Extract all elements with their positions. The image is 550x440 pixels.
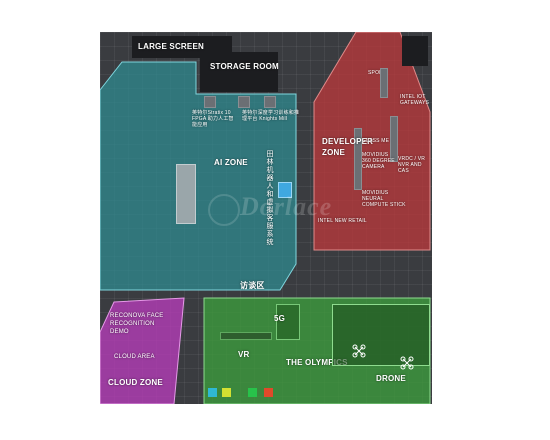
wall-segment	[402, 36, 428, 66]
vr-booth	[276, 304, 300, 340]
drone-cage	[332, 304, 430, 366]
movidius-stick-label: MOVIDIUS NEURAL COMPUTE STICK	[362, 190, 406, 208]
developer-zone-area	[313, 32, 431, 251]
cloud-zone-area	[100, 297, 185, 404]
ai-zone-label: AI ZONE	[214, 158, 248, 167]
drone-icon	[352, 344, 366, 358]
drone-label: DRONE	[376, 374, 406, 383]
color-swatch	[248, 388, 257, 397]
fpga-demo-label: 英特尔Stratix 10 FPGA 助力人工智能应用	[192, 110, 234, 128]
color-swatch	[208, 388, 217, 397]
glass-me-label: GLASS ME	[362, 138, 390, 144]
ai-vertical-label: 田林机器人和虚拟客服系统	[266, 150, 273, 246]
reconova-label: RECONOVA FACE RECOGNITION DEMO	[110, 313, 164, 335]
cloud-zone-label: CLOUD ZONE	[108, 378, 163, 387]
reception-label: 访谈区	[240, 281, 265, 290]
cloud-area-label: CLOUD AREA	[114, 354, 155, 360]
drone-icon	[400, 356, 414, 370]
sport-rack	[380, 68, 388, 98]
developer-rack	[354, 128, 362, 190]
fiveg-label: 5G	[274, 314, 286, 323]
color-swatch	[222, 388, 231, 397]
developer-rack	[390, 116, 398, 162]
sport-label: SPORT	[368, 70, 387, 76]
watermark-text: Dorlace	[240, 192, 333, 221]
vrdc-label: VRDC / VR NVR AND CAS	[398, 156, 426, 174]
floor-plan-map: LARGE SCREEN STORAGE ROOM 英特尔Stratix 10 …	[100, 32, 432, 404]
movidius-360-label: MOVIDIUS 360 DEGREE CAMERA	[362, 152, 395, 170]
blue-kiosk	[278, 182, 292, 198]
color-swatch	[264, 388, 273, 397]
storage-room-area	[200, 52, 278, 92]
ai-demo-table	[176, 164, 196, 224]
ai-zone-area	[100, 61, 297, 291]
display-rack	[264, 96, 276, 108]
display-rack	[238, 96, 250, 108]
display-rack	[204, 96, 216, 108]
vr-label: VR	[238, 350, 250, 359]
olympics-label: THE OLYMPICS	[286, 358, 348, 367]
large-screen-label: LARGE SCREEN	[138, 42, 204, 51]
intel-new-retail-label: INTEL NEW RETAIL	[318, 218, 367, 224]
olympics-rack	[220, 332, 272, 340]
intel-iot-gateways-label: INTEL IOT GATEWAYS	[400, 94, 430, 106]
watermark-logo	[208, 194, 240, 226]
storage-room-label: STORAGE ROOM	[210, 62, 279, 71]
developer-zone-label: DEVELOPER ZONE	[322, 137, 374, 157]
knights-mill-label: 英特尔深度学习训练和推理平台 Knights Mill	[242, 110, 300, 122]
